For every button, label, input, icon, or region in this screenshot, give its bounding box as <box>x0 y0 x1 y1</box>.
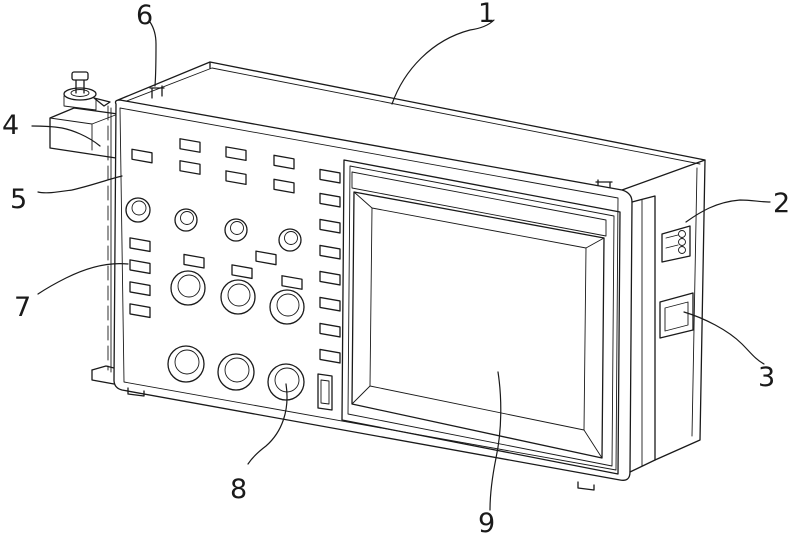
panel-buttons <box>129 138 341 364</box>
label-3-side-port: 3 <box>758 362 775 393</box>
knob-medium <box>269 289 305 325</box>
knob-large <box>217 353 255 391</box>
knob-small <box>224 218 248 242</box>
leader-lines <box>31 19 771 511</box>
label-7-button: 7 <box>14 292 31 323</box>
label-5-front-panel: 5 <box>10 184 27 215</box>
usb-port <box>317 373 333 411</box>
knob-small <box>278 228 302 252</box>
knob-medium <box>220 279 256 315</box>
label-8-knob: 8 <box>230 474 247 505</box>
left-mounting-bracket <box>49 71 119 159</box>
knob-medium <box>170 270 206 306</box>
display-screen <box>341 159 621 475</box>
knob-small <box>174 208 198 232</box>
housing <box>117 61 706 461</box>
knob-large <box>267 363 305 401</box>
knob-small <box>125 197 151 223</box>
label-4-bracket: 4 <box>2 110 19 141</box>
label-6-clip: 6 <box>136 0 153 31</box>
label-2-side-connector: 2 <box>773 188 790 219</box>
label-1-housing: 1 <box>478 0 495 29</box>
label-9-screen: 9 <box>478 508 495 536</box>
panel-knobs <box>125 197 305 401</box>
side-connector <box>661 225 691 263</box>
side-port <box>659 292 694 339</box>
knob-large <box>167 345 205 383</box>
